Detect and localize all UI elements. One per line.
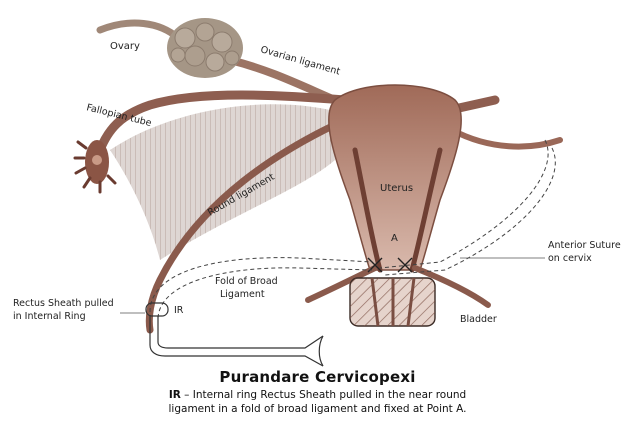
label-fold-1: Fold of Broad	[215, 276, 278, 287]
caption-title: Purandare Cervicopexi	[0, 368, 635, 386]
caption-line-1: – Internal ring Rectus Sheath pulled in …	[181, 389, 466, 401]
label-rectus-1: Rectus Sheath pulled	[13, 298, 114, 309]
caption-line-2: ligament in a fold of broad ligament and…	[169, 403, 467, 415]
caption-description: IR – Internal ring Rectus Sheath pulled …	[0, 388, 635, 416]
label-anterior-suture-2: on cervix	[548, 253, 592, 264]
fimbriae	[75, 140, 115, 192]
label-ovary: Ovary	[110, 41, 140, 52]
rectus-sheath-tube	[146, 303, 323, 366]
cervix	[350, 278, 435, 326]
label-anterior-suture-1: Anterior Suture	[548, 240, 621, 251]
caption-abbr: IR	[169, 389, 181, 401]
ovary-shape	[167, 18, 243, 78]
label-ir: IR	[174, 305, 184, 316]
label-point-a: A	[391, 233, 398, 244]
label-fold-2: Ligament	[220, 289, 265, 300]
label-bladder: Bladder	[460, 314, 497, 325]
label-rectus-2: in Internal Ring	[13, 311, 86, 322]
label-uterus: Uterus	[380, 183, 413, 194]
